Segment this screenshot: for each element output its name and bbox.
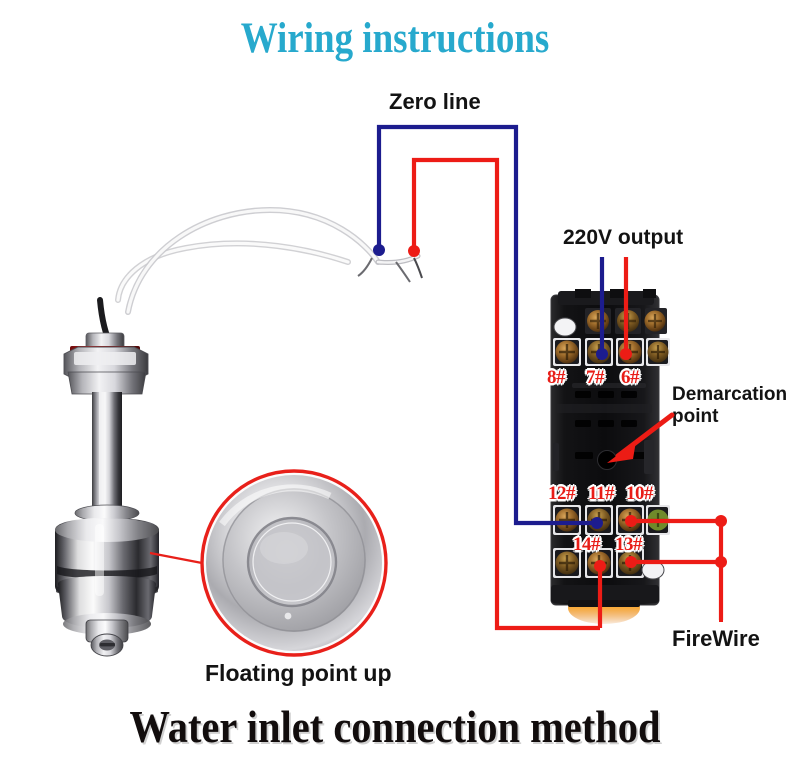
live-terminal13-node [625, 556, 637, 568]
sensor-cable [97, 206, 423, 347]
neutral-terminal7-node [596, 348, 608, 360]
label-demarcation-point: Demarcation point [672, 384, 788, 428]
live-terminal10-node [625, 515, 637, 527]
relay-terminals-upper-2 [553, 338, 670, 366]
page-title-top: Wiring instructions [240, 15, 550, 62]
relay-terminals-lower [553, 505, 670, 535]
terminal-label-13: 13# [615, 534, 643, 555]
firewire-junction-top [715, 515, 727, 527]
label-firewire: FireWire [672, 626, 760, 651]
neutral-sensor-node [373, 244, 385, 256]
terminal-label-8: 8# [547, 367, 566, 388]
terminal-label-7: 7# [586, 367, 605, 388]
terminal-label-11: 11# [588, 483, 614, 504]
page-title-bottom: Water inlet connection method [129, 701, 661, 752]
relay-body-slots [575, 391, 646, 459]
demarcation-arrow [607, 412, 675, 463]
float-switch-sensor [55, 332, 159, 657]
label-zero-line: Zero line [389, 89, 481, 114]
relay-socket [550, 289, 670, 624]
terminal-label-10: 10# [626, 483, 654, 504]
magnifier-ring [200, 469, 388, 657]
relay-terminals-upper [585, 308, 667, 334]
firewire-junction-bottom [715, 556, 727, 568]
neutral-terminal11-node [591, 517, 603, 529]
terminal-label-14: 14# [573, 534, 601, 555]
magnifier-leader-line [149, 551, 203, 565]
terminal-label-6: 6# [621, 367, 640, 388]
neutral-wire [376, 124, 605, 526]
live-sensor-node [408, 245, 420, 257]
live-terminal6-node [620, 348, 632, 360]
live-terminal14-node [594, 560, 606, 572]
label-floating-point-up: Floating point up [205, 660, 392, 686]
terminal-label-12: 12# [548, 483, 576, 504]
floating-point-detail-magnifier [202, 471, 386, 655]
label-220v-output: 220V output [563, 226, 684, 249]
